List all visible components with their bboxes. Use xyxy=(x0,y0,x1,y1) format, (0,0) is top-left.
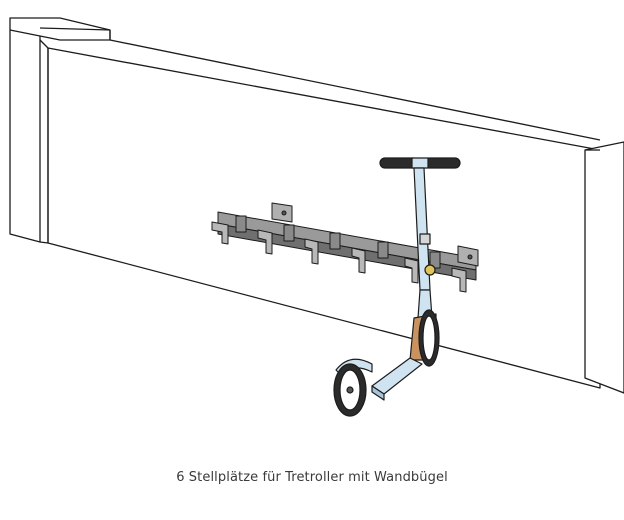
caption: 6 Stellplätze für Tretroller mit Wandbüg… xyxy=(176,470,448,485)
scooter-rack-illustration xyxy=(9,17,624,417)
scooter xyxy=(333,157,461,417)
wall-rack xyxy=(211,202,479,293)
wall xyxy=(9,17,624,394)
